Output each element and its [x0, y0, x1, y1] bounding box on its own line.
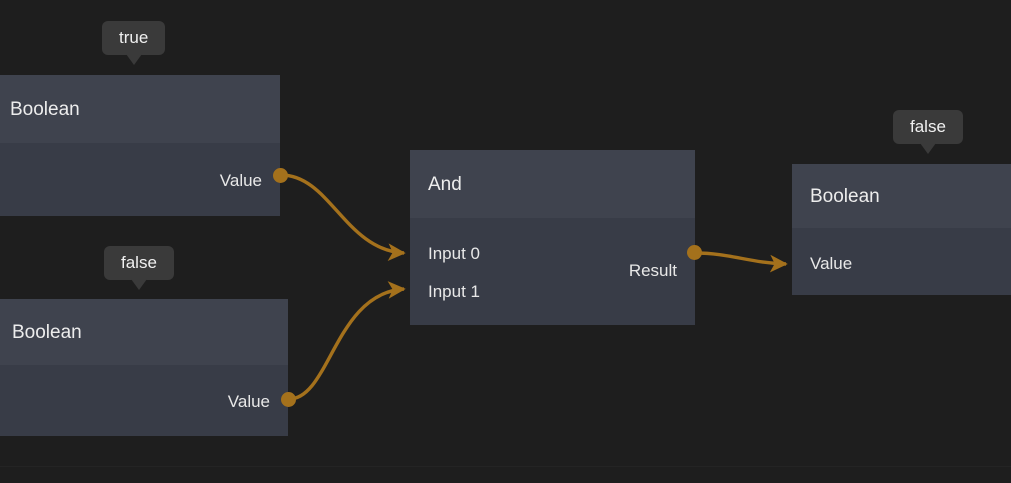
- port-row-input-0[interactable]: Input 0: [410, 235, 695, 273]
- node-title-text: Boolean: [810, 185, 880, 207]
- port-label: Input 1: [428, 282, 480, 301]
- tooltip-bool-top: true: [102, 21, 166, 65]
- port-label: Value: [219, 171, 262, 190]
- edge-bool-bottom-to-and-input1: [288, 281, 406, 401]
- tooltip-text: false: [910, 117, 946, 136]
- node-and[interactable]: And Input 0 Input 1 Result: [410, 150, 695, 325]
- port-row-input-1[interactable]: Input 1: [410, 273, 695, 311]
- tooltip-text: true: [119, 28, 149, 47]
- port-dot-bool-bottom-value[interactable]: [281, 392, 296, 407]
- port-label: Value: [227, 392, 270, 411]
- port-label: Input 0: [428, 244, 480, 263]
- node-title-text: Boolean: [10, 98, 80, 120]
- node-title: Boolean: [0, 299, 288, 365]
- edge-and-result-to-bool-result-value: [694, 251, 788, 273]
- node-title: And: [410, 150, 695, 218]
- node-title-text: And: [428, 173, 462, 195]
- port-row-result-output[interactable]: Result: [410, 252, 695, 290]
- port-dot-bool-top-value[interactable]: [273, 168, 288, 183]
- port-label: Result: [628, 261, 677, 280]
- node-boolean-top[interactable]: Boolean Value: [0, 75, 280, 216]
- tooltip-bool-result: false: [893, 110, 963, 154]
- edge-bool-top-to-and-input0: [280, 173, 406, 262]
- node-body: Value: [0, 383, 288, 436]
- tooltip-bool-bottom: false: [104, 246, 174, 290]
- port-dot-and-result[interactable]: [687, 245, 702, 260]
- node-boolean-result[interactable]: Boolean Value: [792, 164, 1011, 295]
- node-body: Value: [792, 245, 1011, 295]
- node-body: Input 0 Input 1 Result: [410, 235, 695, 325]
- tooltip-text: false: [121, 253, 157, 272]
- canvas-bottom-rule: [0, 466, 1011, 467]
- node-boolean-bottom[interactable]: Boolean Value: [0, 299, 288, 436]
- node-title-text: Boolean: [12, 321, 82, 343]
- node-title: Boolean: [0, 75, 280, 143]
- node-title: Boolean: [792, 164, 1011, 228]
- port-row-value-output[interactable]: Value: [0, 162, 280, 200]
- port-row-value-output[interactable]: Value: [0, 383, 288, 421]
- port-row-value-input[interactable]: Value: [792, 245, 1011, 283]
- port-label: Value: [810, 254, 853, 273]
- node-body: Value: [0, 162, 280, 216]
